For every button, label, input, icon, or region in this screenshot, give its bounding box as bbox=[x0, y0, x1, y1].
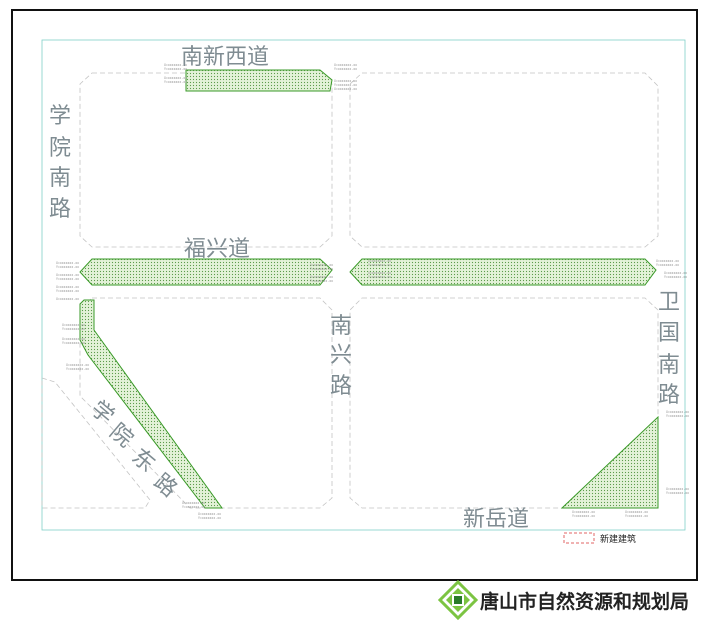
svg-text:X=xxxxxxx.xx: X=xxxxxxx.xx bbox=[164, 63, 187, 67]
svg-text:Y=xxxxxxx.xx: Y=xxxxxxx.xx bbox=[334, 83, 357, 87]
road-label-char: 路 bbox=[49, 197, 71, 222]
road-label-char: 学 bbox=[49, 104, 71, 129]
parcel-xueyuan-east bbox=[79, 299, 223, 509]
block-southwest bbox=[79, 297, 333, 509]
parcel-nanxin-west bbox=[185, 69, 333, 92]
svg-text:X=xxxxxxx.xx: X=xxxxxxx.xx bbox=[310, 275, 333, 279]
svg-text:Y=xxxxxxx.xx: Y=xxxxxxx.xx bbox=[666, 491, 689, 495]
svg-text:Y=xxxxxxx.xx: Y=xxxxxxx.xx bbox=[666, 414, 689, 418]
svg-text:X=xxxxxxx.xx: X=xxxxxxx.xx bbox=[666, 487, 689, 491]
legend-swatch-new-building bbox=[563, 532, 595, 544]
parcel-weiguo-south bbox=[560, 415, 659, 509]
svg-text:X=xxxxxxx.xx: X=xxxxxxx.xx bbox=[66, 363, 89, 367]
svg-text:X=xxxxxxx.xx: X=xxxxxxx.xx bbox=[625, 510, 648, 514]
block-northeast bbox=[349, 72, 659, 248]
svg-text:X=xxxxxxx.xx: X=xxxxxxx.xx bbox=[656, 259, 679, 263]
svg-text:Y=xxxxxxx.xx: Y=xxxxxxx.xx bbox=[310, 267, 333, 271]
road-label-xueyuan-south: 学 院 南 路 bbox=[49, 104, 71, 222]
legend-label-new-building: 新建建筑 bbox=[600, 533, 636, 545]
svg-text:Y=xxxxxxx.xx: Y=xxxxxxx.xx bbox=[182, 505, 205, 509]
road-label-char: 国 bbox=[658, 321, 680, 346]
svg-text:X=xxxxxxx.xx: X=xxxxxxx.xx bbox=[62, 323, 85, 327]
road-label-char: 南 bbox=[330, 314, 352, 339]
svg-text:X=xxxxxxx.xx: X=xxxxxxx.xx bbox=[664, 271, 687, 275]
svg-text:Y=xxxxxxx.xx: Y=xxxxxxx.xx bbox=[56, 289, 79, 293]
svg-text:X=xxxxxxx.xx: X=xxxxxxx.xx bbox=[572, 510, 595, 514]
svg-text:X=xxxxxxx.xx: X=xxxxxxx.xx bbox=[310, 263, 333, 267]
block-corner-sw bbox=[41, 377, 151, 509]
parcel-fuxing-west bbox=[79, 258, 333, 286]
svg-text:X=xxxxxxx.xx: X=xxxxxxx.xx bbox=[56, 297, 79, 301]
svg-text:Y=xxxxxxx.xx: Y=xxxxxxx.xx bbox=[56, 265, 79, 269]
legend: 新建建筑 bbox=[563, 532, 636, 545]
road-label-char: 南 bbox=[49, 166, 71, 191]
parcel-fuxing-east bbox=[349, 258, 657, 286]
road-label-nanxing: 南 兴 路 bbox=[330, 314, 352, 399]
svg-text:Y=xxxxxxx.xx: Y=xxxxxxx.xx bbox=[56, 277, 79, 281]
svg-text:Y=xxxxxxx.xx: Y=xxxxxxx.xx bbox=[62, 341, 85, 345]
svg-text:Y=xxxxxxx.xx: Y=xxxxxxx.xx bbox=[664, 275, 687, 279]
svg-text:Y=xxxxxxx.xx: Y=xxxxxxx.xx bbox=[310, 279, 333, 283]
logo-diamond-icon bbox=[437, 579, 479, 621]
plan-boundary bbox=[41, 39, 686, 531]
agency-name: 唐山市自然资源和规划局 bbox=[480, 590, 689, 613]
svg-text:X=xxxxxxx.xx: X=xxxxxxx.xx bbox=[198, 512, 221, 516]
road-label-char: 院 bbox=[49, 136, 71, 161]
svg-text:X=xxxxxxx.xx: X=xxxxxxx.xx bbox=[56, 285, 79, 289]
svg-text:Y=xxxxxxx.xx: Y=xxxxxxx.xx bbox=[164, 80, 187, 84]
svg-text:Y=xxxxxxx.xx: Y=xxxxxxx.xx bbox=[66, 367, 89, 371]
svg-text:Y=xxxxxxx.xx: Y=xxxxxxx.xx bbox=[572, 514, 595, 518]
svg-text:X=xxxxxxx.xx: X=xxxxxxx.xx bbox=[334, 79, 357, 83]
agency-logo bbox=[437, 579, 479, 621]
new-building-parcels bbox=[79, 69, 659, 509]
svg-text:Y=xxxxxxx.xx: Y=xxxxxxx.xx bbox=[625, 514, 648, 518]
svg-text:Y=xxxxxxx.xx: Y=xxxxxxx.xx bbox=[62, 327, 85, 331]
svg-text:X=xxxxxxx.xx: X=xxxxxxx.xx bbox=[368, 271, 391, 275]
road-label-char: 路 bbox=[658, 383, 680, 408]
svg-text:X=xxxxxxx.xx: X=xxxxxxx.xx bbox=[334, 87, 357, 91]
road-label-char: 卫 bbox=[658, 290, 680, 315]
svg-text:Y=xxxxxxx.xx: Y=xxxxxxx.xx bbox=[164, 67, 187, 71]
svg-text:X=xxxxxxx.xx: X=xxxxxxx.xx bbox=[666, 410, 689, 414]
svg-text:X=xxxxxxx.xx: X=xxxxxxx.xx bbox=[164, 76, 187, 80]
road-label-xinyue: 新岳道 bbox=[463, 507, 529, 532]
svg-text:Y=xxxxxxx.xx: Y=xxxxxxx.xx bbox=[368, 275, 391, 279]
road-label-char: 兴 bbox=[330, 343, 352, 368]
svg-text:Y=xxxxxxx.xx: Y=xxxxxxx.xx bbox=[368, 263, 391, 267]
svg-text:X=xxxxxxx.xx: X=xxxxxxx.xx bbox=[56, 261, 79, 265]
svg-text:X=xxxxxxx.xx: X=xxxxxxx.xx bbox=[182, 501, 205, 505]
road-label-char: 路 bbox=[330, 374, 352, 399]
road-label-char: 南 bbox=[658, 353, 680, 378]
coordinate-annotations: X=xxxxxxx.xx Y=xxxxxxx.xx X=xxxxxxx.xx Y… bbox=[56, 63, 689, 520]
road-label-nanxin-west: 南新西道 bbox=[181, 45, 269, 70]
svg-text:Y=xxxxxxx.xx: Y=xxxxxxx.xx bbox=[334, 67, 357, 71]
svg-text:X=xxxxxxx.xx: X=xxxxxxx.xx bbox=[334, 63, 357, 67]
map-frame bbox=[11, 9, 698, 581]
svg-text:Y=xxxxxxx.xx: Y=xxxxxxx.xx bbox=[198, 516, 221, 520]
svg-text:X=xxxxxxx.xx: X=xxxxxxx.xx bbox=[56, 273, 79, 277]
svg-text:Y=xxxxxxx.xx: Y=xxxxxxx.xx bbox=[656, 263, 679, 267]
svg-text:X=xxxxxxx.xx: X=xxxxxxx.xx bbox=[62, 337, 85, 341]
road-label-fuxing: 福兴道 bbox=[184, 237, 250, 262]
road-label-weiguo-south: 卫 国 南 路 bbox=[658, 290, 680, 408]
svg-text:X=xxxxxxx.xx: X=xxxxxxx.xx bbox=[368, 259, 391, 263]
